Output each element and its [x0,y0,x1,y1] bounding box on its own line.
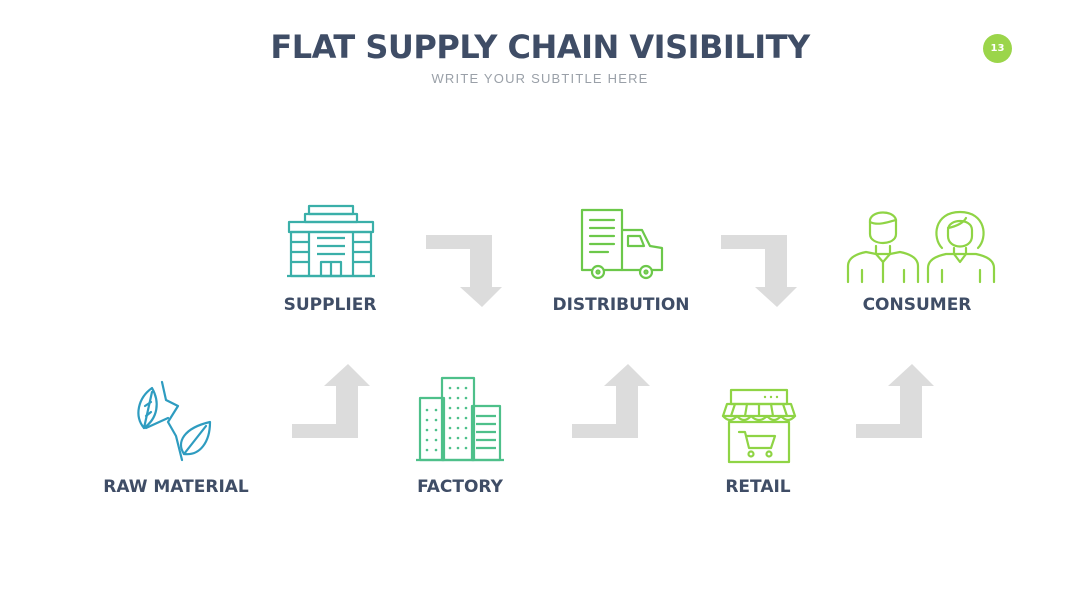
page-subtitle: WRITE YOUR SUBTITLE HERE [431,71,649,86]
arrow-distribution-to-retail [721,235,797,307]
people-icon [846,210,996,284]
stage-label-distribution: DISTRIBUTION [552,295,690,315]
stage-label-raw-material: RAW MATERIAL [103,477,249,497]
stage-label-factory: FACTORY [417,477,503,497]
stage-label-consumer: CONSUMER [862,295,972,315]
arrow-retail-to-consumer [856,364,934,438]
page-title: FLAT SUPPLY CHAIN VISIBILITY [270,28,810,66]
factory-buildings-icon [416,376,504,462]
arrow-supplier-to-factory [426,235,502,307]
delivery-truck-icon [580,208,664,280]
stage-label-supplier: SUPPLIER [283,295,377,315]
page-number-badge: 13 [983,34,1012,63]
office-building-icon [287,204,375,278]
arrow-factory-to-distribution [572,364,650,438]
leaves-icon [137,380,212,462]
stage-label-retail: RETAIL [725,477,791,497]
shop-cart-icon [721,388,797,464]
arrow-raw-to-supplier [292,364,370,438]
